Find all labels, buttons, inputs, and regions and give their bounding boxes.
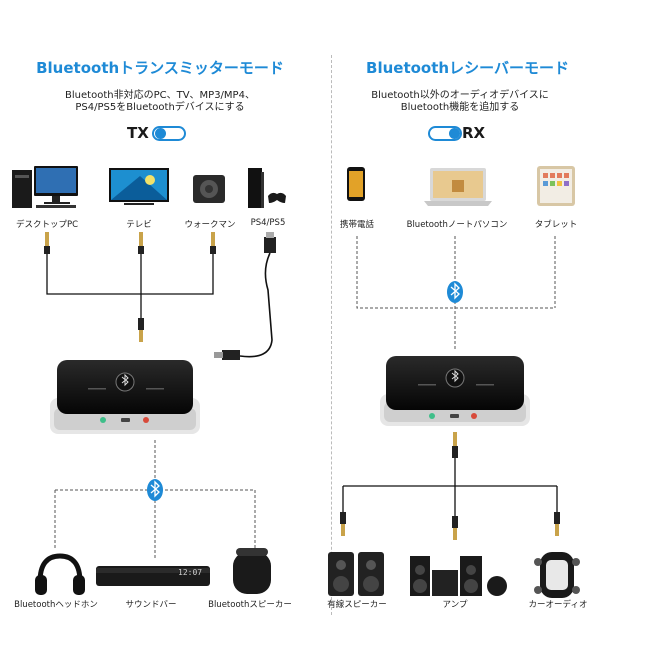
rx-output-label: カーオーディオ bbox=[528, 600, 588, 610]
rx-source-label: Bluetoothノートパソコン bbox=[406, 220, 508, 230]
tv-icon bbox=[109, 168, 169, 205]
laptop-icon bbox=[424, 168, 492, 206]
rx-desc-line1: Bluetooth以外のオーディオデバイスに bbox=[371, 90, 549, 101]
rx-desc-line2: Bluetooth機能を追加する bbox=[400, 102, 520, 113]
tx-output-label: サウンドバー bbox=[125, 600, 177, 610]
tx-mode-toggle[interactable] bbox=[152, 126, 186, 141]
tx-source-label: ウォークマン bbox=[184, 220, 236, 230]
tx-input-cables bbox=[44, 232, 276, 360]
tx-source-label: デスクトップPC bbox=[15, 220, 79, 230]
rx-mode-toggle[interactable] bbox=[428, 126, 462, 141]
tx-transmitter-device bbox=[50, 360, 200, 434]
tx-source-label: PS4/PS5 bbox=[250, 218, 286, 228]
rx-title: Bluetoothレシーバーモード bbox=[366, 59, 569, 77]
car-icon bbox=[534, 552, 580, 598]
rx-output-label: 有線スピーカー bbox=[327, 600, 387, 610]
rx-source-label: タブレット bbox=[534, 220, 578, 230]
rx-output-label: アンプ bbox=[442, 600, 468, 610]
rx-mode-label: RX bbox=[462, 124, 486, 142]
speaker-icon bbox=[233, 548, 271, 594]
tx-source-label: テレビ bbox=[126, 220, 152, 230]
tx-desc-line1: Bluetooth非対応のPC、TV、MP3/MP4、 bbox=[65, 90, 255, 101]
ps4-icon bbox=[248, 168, 286, 208]
tx-mode-label: TX bbox=[127, 124, 149, 142]
wired-speakers-icon bbox=[328, 552, 384, 596]
panel-divider bbox=[331, 55, 332, 615]
phone-icon bbox=[347, 167, 365, 201]
rx-receiver-device bbox=[380, 356, 530, 426]
tx-desc-line2: PS4/PS5をBluetoothデバイスにする bbox=[75, 102, 245, 113]
amplifier-icon bbox=[410, 556, 507, 596]
desktop-pc-icon bbox=[12, 166, 78, 208]
bluetooth-icon bbox=[147, 479, 163, 501]
tablet-icon bbox=[537, 166, 575, 206]
rx-source-label: 携帯電話 bbox=[339, 220, 374, 230]
soundbar-display: 12:07 bbox=[178, 568, 203, 577]
bluetooth-icon bbox=[447, 281, 463, 303]
walkman-icon bbox=[193, 175, 225, 203]
soundbar-icon bbox=[96, 566, 210, 586]
headphones-icon bbox=[35, 553, 85, 595]
tx-output-label: Bluetoothスピーカー bbox=[208, 600, 292, 610]
tx-title: Bluetoothトランスミッターモード bbox=[36, 59, 284, 77]
tx-output-label: Bluetoothヘッドホン bbox=[14, 600, 98, 610]
rx-output-cables bbox=[340, 432, 560, 540]
